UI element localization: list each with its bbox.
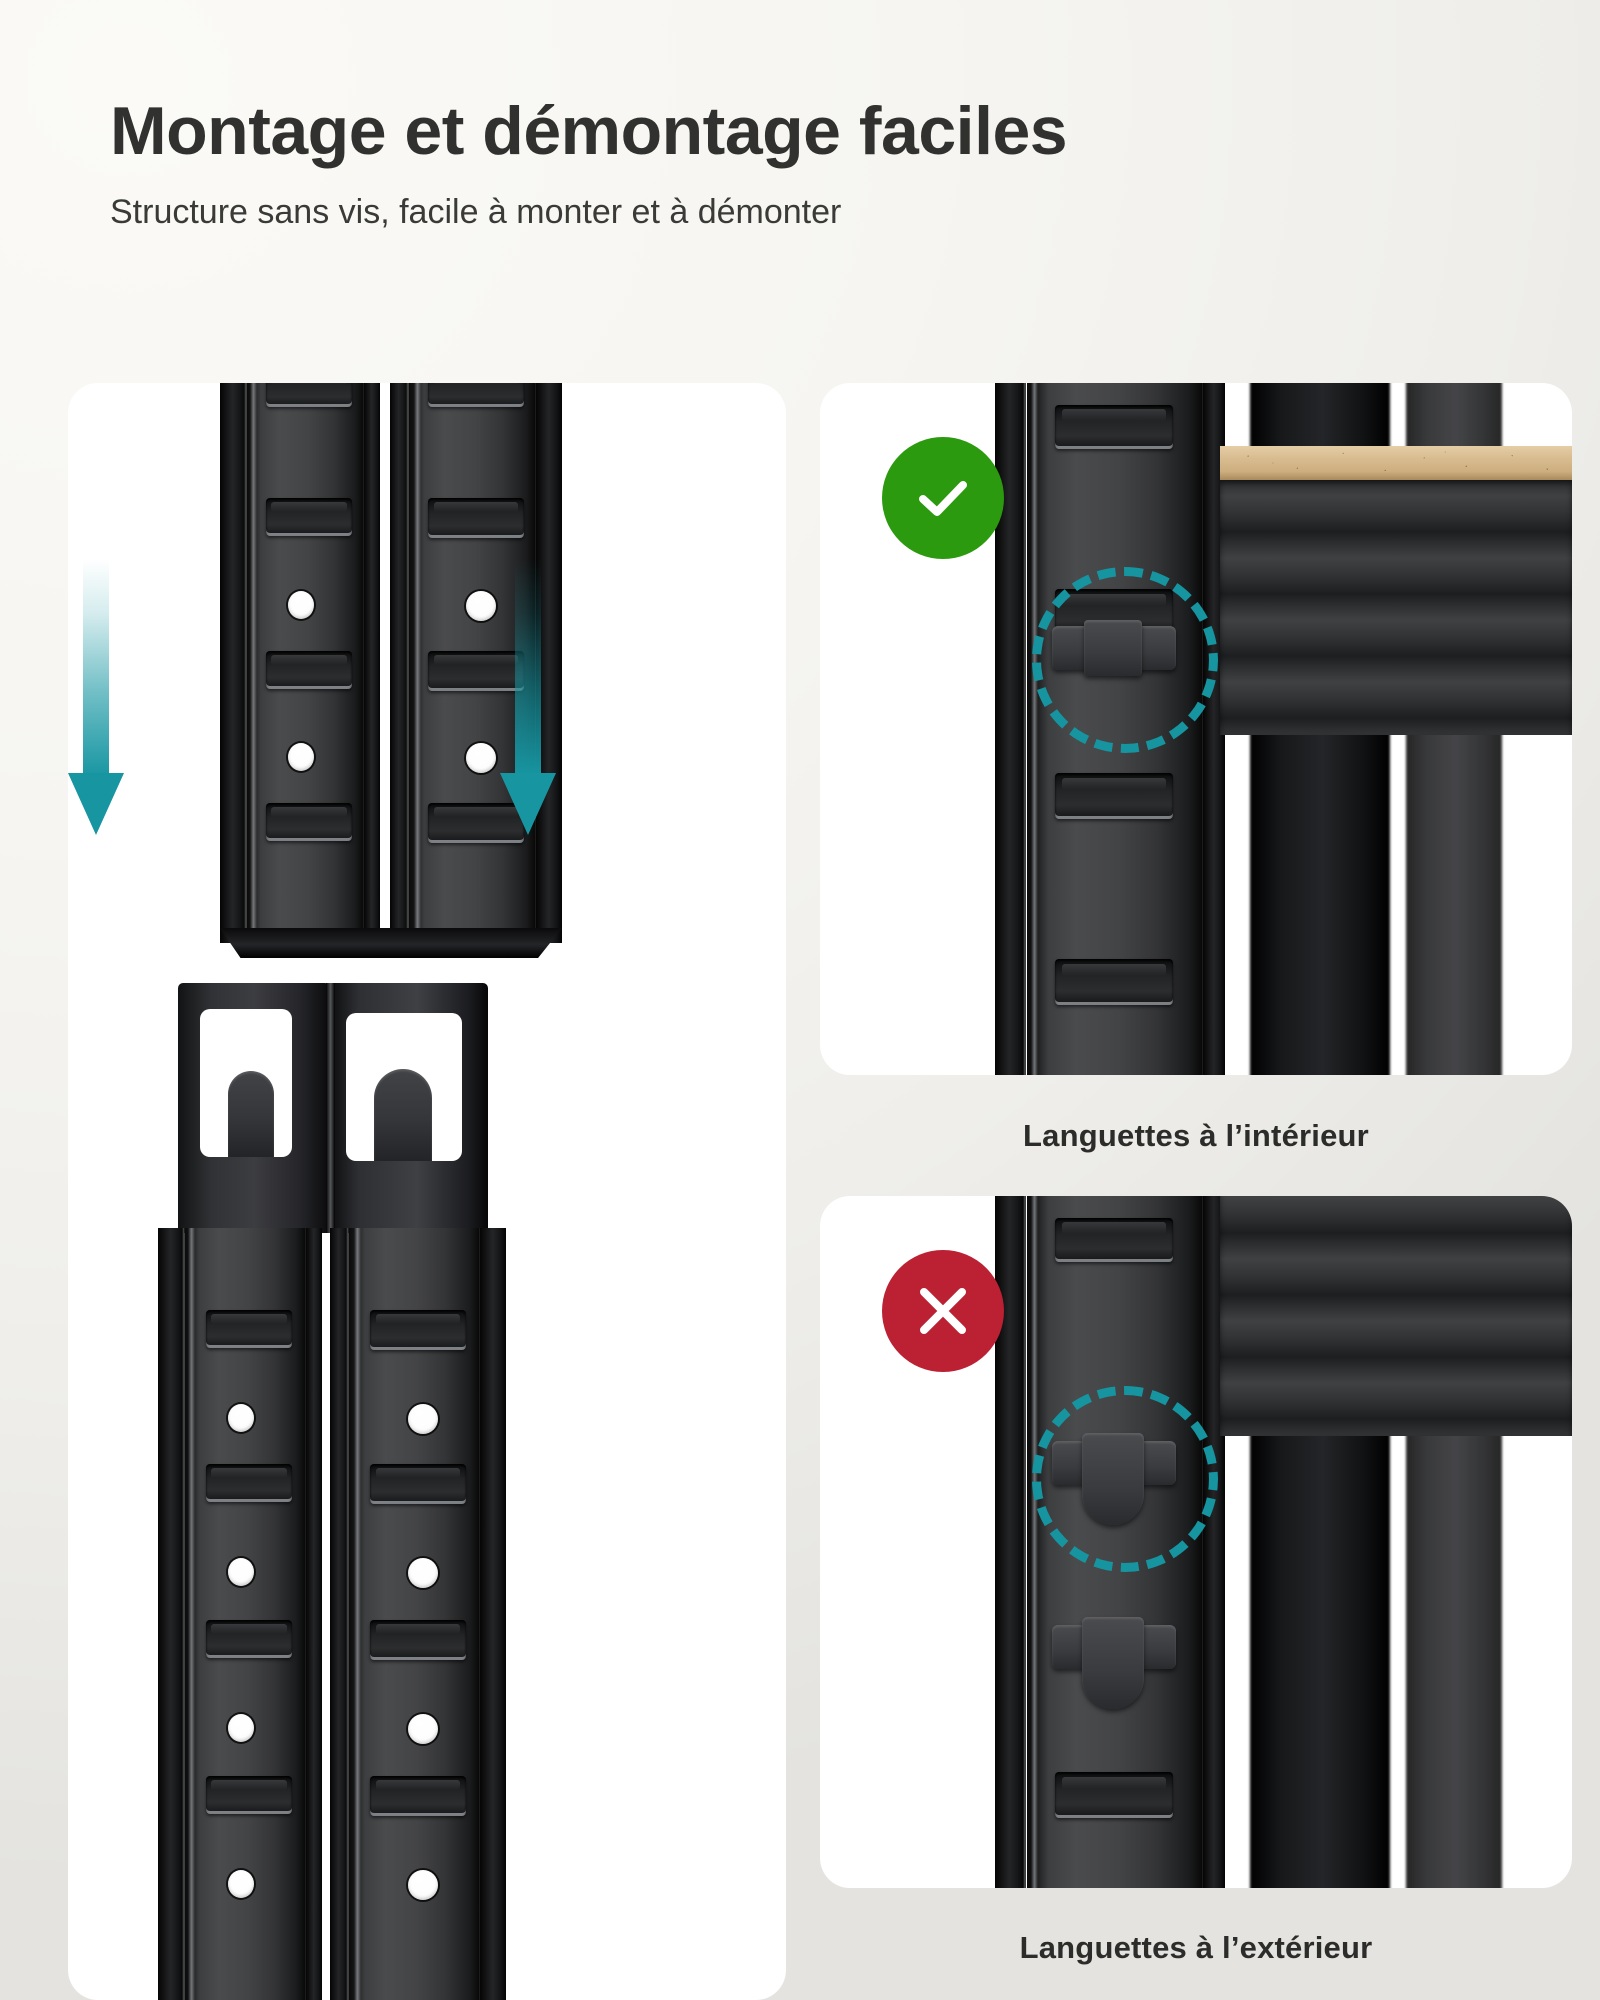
assembly-arrow-left <box>68 559 124 839</box>
steel-post-right-lower <box>330 1228 506 2000</box>
page-subtitle: Structure sans vis, facile à monter et à… <box>110 193 842 232</box>
cross-icon <box>920 1288 966 1334</box>
shelf-beam <box>1220 480 1572 735</box>
post-bottom-bevel <box>220 928 562 958</box>
highlight-ring-correct <box>1032 567 1218 753</box>
shelf-board <box>1220 446 1572 480</box>
status-badge-correct <box>882 437 1004 559</box>
panel-tabs-inside <box>820 383 1572 1075</box>
check-icon <box>919 481 967 516</box>
tab-outside-detail-lower <box>1052 1617 1176 1713</box>
steel-post-left-lower <box>158 1228 322 2000</box>
status-badge-incorrect <box>882 1250 1004 1372</box>
steel-post-left-upper <box>220 383 380 943</box>
shelf-beam <box>1220 1196 1572 1436</box>
post-connector-sleeve <box>178 983 488 1233</box>
header: Montage et démontage faciles Structure s… <box>110 93 1510 232</box>
caption-tabs-outside: Languettes à l’extérieur <box>1019 1930 1373 1965</box>
page-title: Montage et démontage faciles <box>110 93 1068 169</box>
panel-tabs-outside <box>820 1196 1572 1888</box>
assembly-arrow-right <box>500 559 556 839</box>
steel-post-right-upper <box>390 383 562 943</box>
caption-tabs-inside: Languettes à l’intérieur <box>1023 1118 1369 1153</box>
highlight-ring-incorrect <box>1032 1386 1218 1572</box>
panel-assembly-steps <box>68 383 786 2000</box>
